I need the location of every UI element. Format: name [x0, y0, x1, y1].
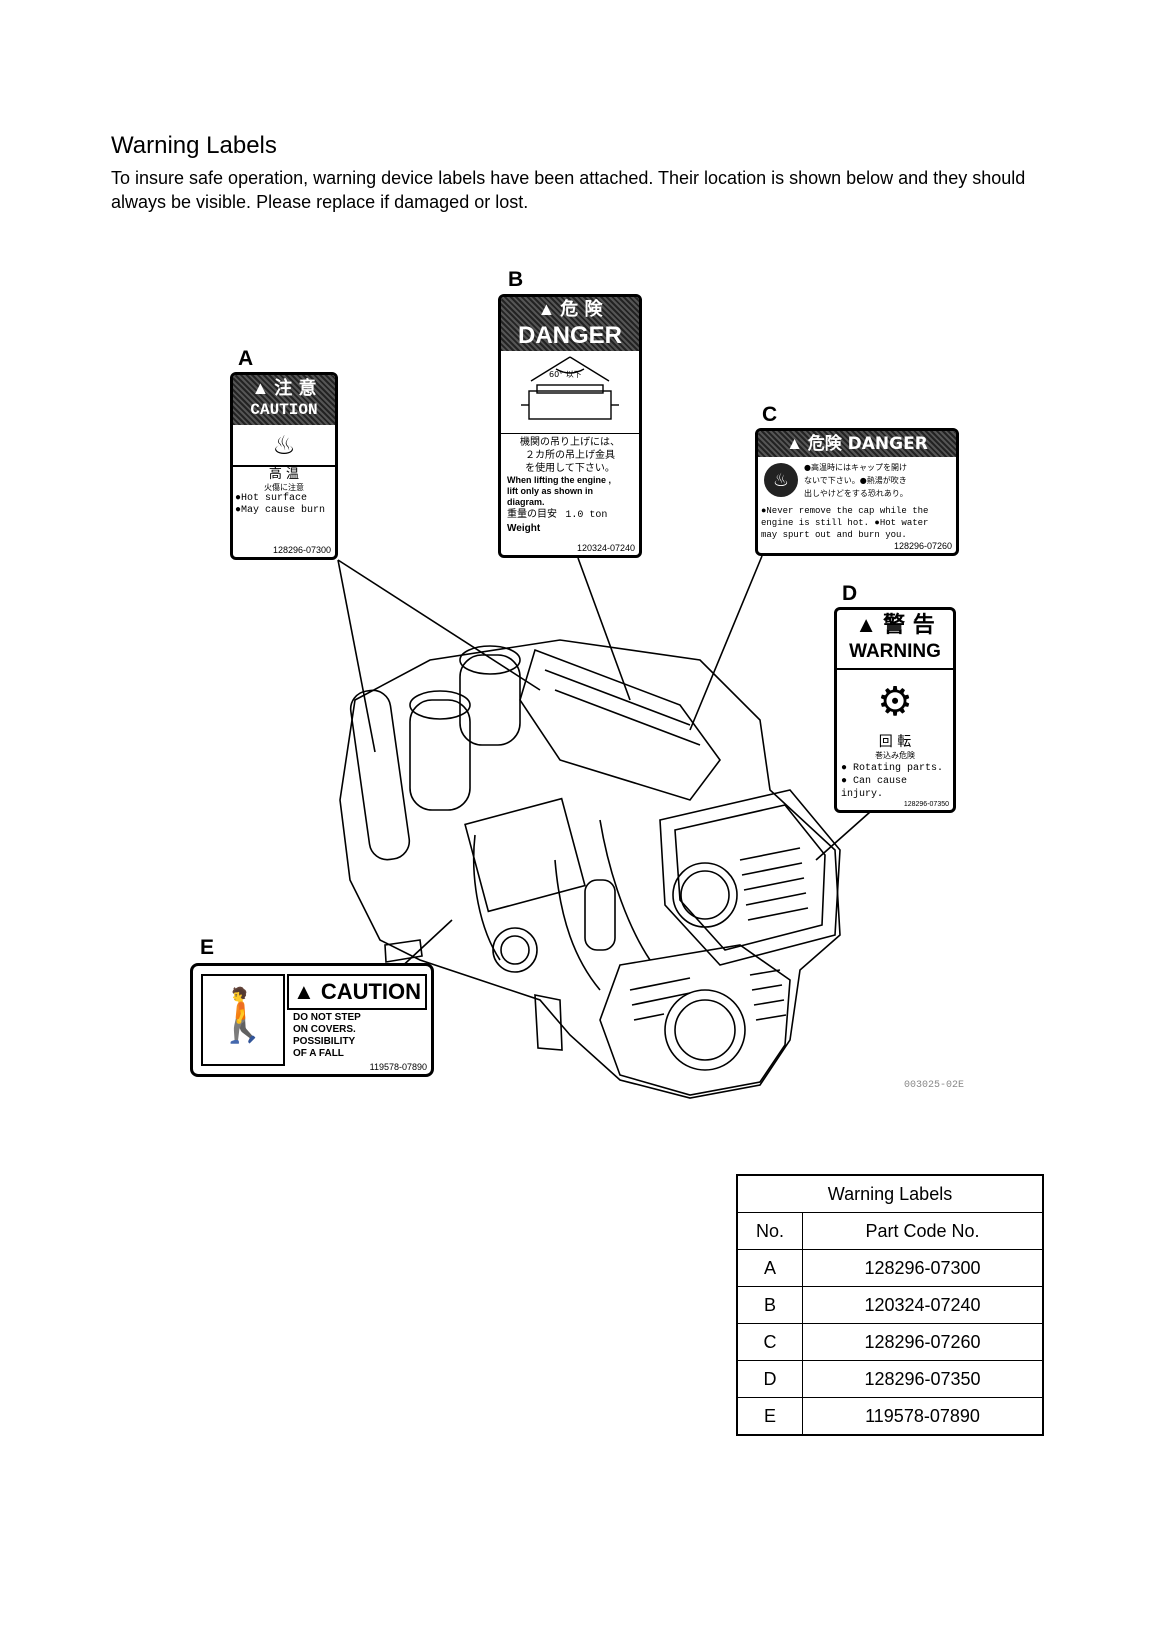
label-b-weight-en: Weight — [507, 523, 541, 534]
label-letter-b: B — [508, 268, 524, 291]
table-cell-code: 128296-07350 — [802, 1360, 1044, 1398]
parts-table: Warning Labels No. Part Code No. A 12829… — [736, 1174, 1044, 1436]
table-row: C 128296-07260 — [736, 1323, 1044, 1361]
label-b-weight-jp: 重量の目安 — [507, 509, 557, 520]
front-cover-lower — [599, 944, 791, 1096]
table-cell-no: A — [736, 1249, 803, 1287]
label-e-line2: ON COVERS. — [293, 1024, 356, 1035]
rotating-parts-icon: ⚙ — [877, 680, 913, 724]
leader-line-a — [337, 559, 376, 753]
label-b-jp2: ２カ所の吊上げ金具 — [525, 450, 615, 461]
falling-person-icon: 🚶 — [201, 974, 285, 1066]
label-c-en2: engine is still hot. ●Hot water — [761, 518, 929, 528]
leader-line-a2 — [337, 559, 541, 691]
label-b-head-jp: 危 険 — [560, 299, 603, 320]
warning-label-c: ▲ 危険 DANGER ♨ ●高温時にはキャップを開け ないで下さい。●熱湯が吹… — [755, 428, 959, 556]
label-d-line1: ● Rotating parts. — [841, 763, 944, 774]
label-e-line1: DO NOT STEP — [293, 1012, 361, 1023]
label-c-jp2: ないで下さい。●熱湯が吹き — [804, 476, 907, 485]
pulley-lower — [664, 989, 746, 1071]
label-b-en1: When lifting the engine , — [507, 475, 611, 485]
table-cell-no: D — [736, 1360, 803, 1398]
label-d-head-jp: 警 告 — [883, 613, 935, 638]
label-e-code: 119578-07890 — [369, 1062, 427, 1072]
label-c-head: 危険 DANGER — [807, 434, 928, 454]
table-cell-no: E — [736, 1397, 803, 1436]
label-a-line2: ●May cause burn — [235, 505, 326, 516]
label-d-code: 128296-07350 — [903, 801, 949, 808]
label-b-weight-val: 1.0 ton — [565, 510, 608, 521]
label-b-angle: 60° 以下 — [549, 370, 582, 379]
table-cell-code: 128296-07260 — [802, 1323, 1044, 1361]
table-cell-code: 119578-07890 — [802, 1397, 1044, 1436]
label-b-en3: diagram. — [507, 497, 545, 507]
label-c-en1: ●Never remove the cap while the — [761, 506, 929, 516]
label-c-en3: may spurt out and burn you. — [761, 530, 907, 540]
label-letter-e: E — [200, 936, 215, 959]
label-b-code: 120324-07240 — [576, 543, 635, 553]
label-e-line3: POSSIBILITY — [293, 1036, 356, 1047]
table-row: B 120324-07240 — [736, 1286, 1044, 1324]
table-cell-no: C — [736, 1323, 803, 1361]
label-e-line4: OF A FALL — [293, 1048, 344, 1059]
hot-surface-icon: ♨ — [233, 425, 335, 467]
table-cell-code: 120324-07240 — [802, 1286, 1044, 1324]
warning-label-d: ▲ 警 告 WARNING ⚙ 回 転 巻込み危険 ● Rotating par… — [834, 607, 956, 813]
parts-table-caption: Warning Labels — [736, 1174, 1044, 1213]
filter-left — [349, 689, 411, 861]
warning-label-a: ▲ 注 意 CAUTION ♨ 高 温 火傷に注意 ●Hot surface ●… — [230, 372, 338, 560]
table-row: E 119578-07890 — [736, 1397, 1044, 1436]
label-a-line1: ●Hot surface — [235, 493, 308, 504]
engine-block-box — [464, 797, 586, 913]
lifting-diagram-icon: 60° 以下 — [501, 351, 639, 434]
label-d-head-en: WARNING — [849, 641, 941, 662]
front-cover-upper — [659, 789, 841, 966]
label-a-sub-jp: 高 温 — [268, 467, 300, 482]
label-a-head-en: CAUTION — [250, 401, 318, 419]
table-row: D 128296-07350 — [736, 1360, 1044, 1398]
engine-outline — [339, 639, 841, 1099]
label-b-jp1: 機関の吊り上げには、 — [520, 437, 620, 448]
label-b-jp3: を使用して下さい。 — [525, 463, 615, 474]
warning-label-b: ▲ 危 険 DANGER 60° 以下 機関の吊り上げには、 ２カ所の吊上げ金具… — [498, 294, 642, 558]
table-cell-no: B — [736, 1286, 803, 1324]
leader-line-b — [577, 557, 631, 701]
label-d-sub-jp: 回 転 — [878, 734, 912, 750]
label-letter-d: D — [842, 582, 858, 605]
label-letter-a: A — [238, 347, 254, 370]
leader-line-c — [689, 555, 763, 731]
intro-paragraph: To insure safe operation, warning device… — [111, 168, 1026, 212]
table-row: A 128296-07300 — [736, 1249, 1044, 1287]
label-a-code: 128296-07300 — [272, 545, 331, 555]
pulley-upper — [672, 862, 738, 928]
warning-label-e: 🚶 ▲ CAUTION DO NOT STEP ON COVERS. POSSI… — [190, 963, 434, 1077]
label-c-jp3: 出しやけどをする恐れあり。 — [804, 489, 908, 498]
parts-table-header-no: No. — [736, 1212, 803, 1250]
label-letter-c: C — [762, 403, 778, 426]
label-a-sub-jp2: 火傷に注意 — [264, 483, 304, 492]
leader-line-d — [815, 811, 871, 861]
figure-code: 003025-02E — [904, 1080, 965, 1091]
parts-table-header-code: Part Code No. — [802, 1212, 1044, 1250]
label-a-head-jp: 注 意 — [274, 378, 317, 399]
page-title: Warning Labels — [111, 132, 277, 159]
label-d-line2: ● Can cause injury. — [841, 776, 908, 800]
label-e-head: CAUTION — [320, 979, 422, 1004]
label-c-jp1: ●高温時にはキャップを開け — [804, 463, 907, 472]
table-cell-code: 128296-07300 — [802, 1249, 1044, 1287]
label-b-en2: lift only as shown in — [507, 486, 594, 496]
label-b-head-en: DANGER — [517, 322, 622, 349]
label-d-sub-jp2: 巻込み危険 — [875, 751, 915, 760]
label-c-code: 128296-07260 — [893, 541, 952, 551]
hot-water-icon: ♨ — [764, 463, 798, 497]
